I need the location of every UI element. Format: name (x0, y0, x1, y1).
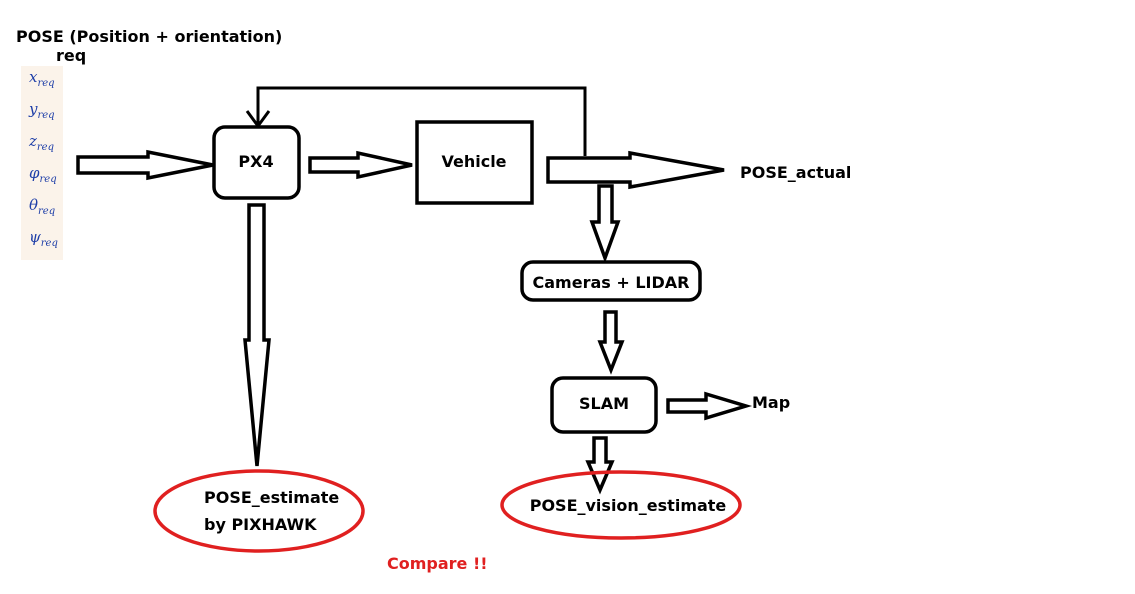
map-label: Map (752, 393, 790, 412)
req-var-x: xreq (29, 68, 55, 89)
arrow-sensors-to-slam (597, 310, 625, 375)
pose-actual-label: POSE_actual (740, 163, 851, 182)
feedback-line (256, 86, 587, 156)
diagram-title: POSE (Position + orientation) (16, 27, 282, 46)
arrow-req-to-px4 (76, 149, 214, 181)
node-px4: PX4 (212, 125, 301, 200)
diagram-title-subscript: req (56, 46, 86, 65)
arrow-px4-to-pose-estimate (243, 203, 271, 467)
req-var-theta: θreq (29, 196, 55, 217)
pose-vision-estimate-ellipse: POSE_vision_estimate (500, 470, 742, 540)
arrow-slam-to-map (666, 391, 753, 421)
arrow-px4-to-vehicle (308, 150, 413, 180)
compare-label: Compare !! (387, 554, 488, 573)
node-vehicle: Vehicle (415, 120, 534, 205)
node-sensors-label: Cameras + LIDAR (533, 273, 690, 292)
pose-vision-estimate-label: POSE_vision_estimate (530, 496, 727, 515)
req-var-z: zreq (28, 132, 54, 153)
node-slam-label: SLAM (579, 394, 629, 413)
arrow-to-sensors (589, 184, 621, 264)
pose-estimate-ellipse: POSE_estimate by PIXHAWK (153, 469, 365, 553)
node-vehicle-label: Vehicle (441, 152, 506, 171)
arrow-vehicle-to-pose-actual (546, 150, 725, 190)
req-var-psi: ψreq (29, 228, 58, 249)
req-vars-list: xreq yreq zreq φreq θreq ψreq (28, 68, 58, 249)
req-var-phi: φreq (29, 164, 57, 185)
node-sensors: Cameras + LIDAR (520, 260, 702, 302)
node-px4-label: PX4 (238, 152, 273, 171)
req-var-y: yreq (28, 100, 55, 121)
node-slam: SLAM (550, 376, 658, 434)
arrow-slam-to-vision-estimate (585, 436, 615, 495)
pose-estimate-sublabel: by PIXHAWK (204, 515, 317, 534)
pose-estimate-label: POSE_estimate (204, 488, 339, 507)
req-vars-panel (21, 66, 63, 260)
